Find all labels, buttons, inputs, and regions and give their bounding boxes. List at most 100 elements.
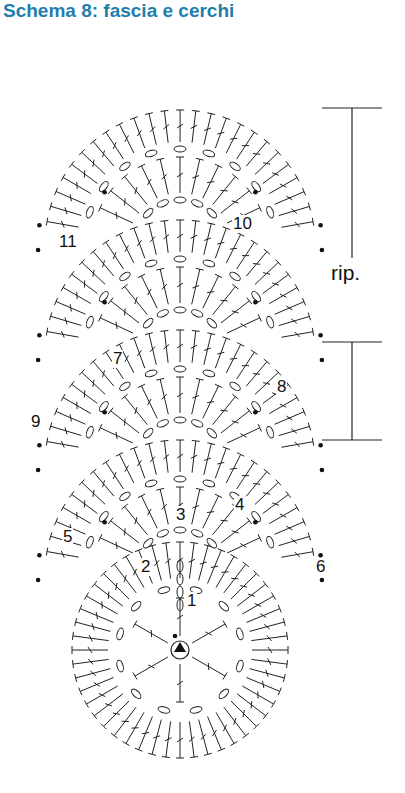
double-crochet-tick [147, 179, 151, 185]
double-crochet-top [295, 284, 299, 291]
double-crochet-symbol [56, 302, 85, 315]
double-crochet-symbol [189, 721, 194, 757]
chain-symbol [174, 417, 186, 423]
double-crochet-tick [162, 174, 167, 179]
double-crochet-symbol [111, 521, 139, 543]
double-crochet-symbol [199, 546, 208, 581]
double-crochet-top [156, 378, 164, 380]
double-crochet-top [302, 408, 305, 415]
double-crochet-symbol [125, 397, 148, 425]
chain-symbol [157, 586, 170, 595]
double-crochet-symbol [203, 496, 219, 528]
double-crochet-tick [212, 730, 216, 736]
double-crochet-tick [280, 294, 286, 297]
double-crochet-tick [262, 681, 263, 688]
double-crochet-top [258, 424, 261, 431]
chain-symbol [217, 687, 230, 700]
double-crochet-tick [242, 145, 249, 146]
double-crochet-symbol [47, 552, 79, 558]
slip-stitch-dot [318, 223, 323, 228]
double-crochet-top [263, 581, 268, 587]
double-crochet-top [92, 581, 97, 587]
double-crochet-tick [191, 455, 197, 458]
double-crochet-tick [165, 738, 171, 741]
double-crochet-top [90, 469, 96, 474]
chain-symbol [118, 490, 131, 502]
double-crochet-top [254, 724, 260, 730]
double-crochet-symbol [47, 222, 79, 228]
double-crochet-top [156, 158, 164, 160]
double-crochet-top [122, 174, 128, 179]
double-crochet-tick [211, 566, 218, 567]
double-crochet-top [145, 333, 153, 335]
chain-symbol [85, 206, 95, 219]
chain-symbol [142, 317, 155, 330]
double-crochet-top [79, 605, 82, 612]
double-crochet-symbol [152, 720, 161, 755]
double-crochet-symbol [255, 372, 278, 394]
double-crochet-top [231, 554, 238, 558]
double-crochet-tick [177, 283, 183, 287]
double-crochet-top [254, 571, 260, 577]
double-crochet-tick [150, 127, 155, 132]
double-crochet-symbol [204, 334, 211, 365]
double-crochet-top [75, 618, 77, 626]
double-crochet-symbol [134, 448, 145, 478]
double-crochet-tick [253, 153, 260, 155]
double-crochet-symbol [192, 269, 200, 304]
double-crochet-tick [286, 416, 292, 420]
round-number: 4 [234, 496, 245, 514]
double-crochet-top [130, 337, 138, 340]
repeat-bracket [322, 108, 382, 440]
double-crochet-top [286, 271, 291, 277]
double-crochet-top [130, 117, 138, 120]
double-crochet-tick [200, 562, 207, 564]
double-crochet-tick [116, 583, 117, 590]
double-crochet-tick [223, 725, 226, 731]
double-crochet-symbol [76, 622, 111, 631]
chain-symbol [265, 426, 275, 439]
double-crochet-tick [76, 402, 77, 409]
chart-title: Schema 8: fascia e cerchi [3, 0, 234, 22]
double-crochet-tick [295, 332, 300, 337]
slip-stitch-dot [36, 578, 41, 583]
double-crochet-top [108, 408, 113, 414]
chain-symbol [228, 160, 241, 172]
chain-symbol [174, 307, 186, 313]
double-crochet-symbol [56, 192, 85, 205]
double-crochet-top [75, 674, 77, 682]
slip-stitch-dot [37, 443, 42, 448]
chain-symbol [118, 160, 131, 172]
chain-symbol [205, 317, 218, 330]
double-crochet-tick [234, 718, 236, 725]
chain-symbol [118, 270, 131, 282]
double-crochet-top [295, 504, 299, 511]
chain-symbol [116, 659, 125, 672]
double-crochet-tick [162, 284, 167, 289]
double-crochet-tick [125, 246, 129, 252]
slip-stitch-dot [318, 443, 323, 448]
double-crochet-symbol [204, 444, 211, 475]
double-crochet-symbol [63, 177, 91, 193]
double-crochet-top [264, 249, 270, 254]
double-crochet-top [247, 298, 252, 304]
double-crochet-tick [221, 571, 228, 572]
double-crochet-top [69, 161, 74, 167]
double-crochet-symbol [227, 318, 260, 333]
double-crochet-symbol [100, 208, 133, 223]
double-crochet-top [223, 673, 227, 680]
double-crochet-top [138, 494, 145, 498]
double-crochet-top [79, 479, 84, 485]
double-crochet-top [223, 621, 227, 628]
double-crochet-tick [164, 454, 169, 459]
double-crochet-top [123, 742, 130, 746]
double-crochet-tick [113, 472, 116, 479]
chain-symbol [202, 479, 215, 488]
chain-symbol [156, 418, 169, 428]
double-crochet-top [258, 534, 261, 541]
double-crochet-tick [240, 434, 246, 438]
double-crochet-top [84, 701, 88, 708]
chain-symbol [130, 600, 143, 613]
double-crochet-tick [243, 710, 244, 717]
